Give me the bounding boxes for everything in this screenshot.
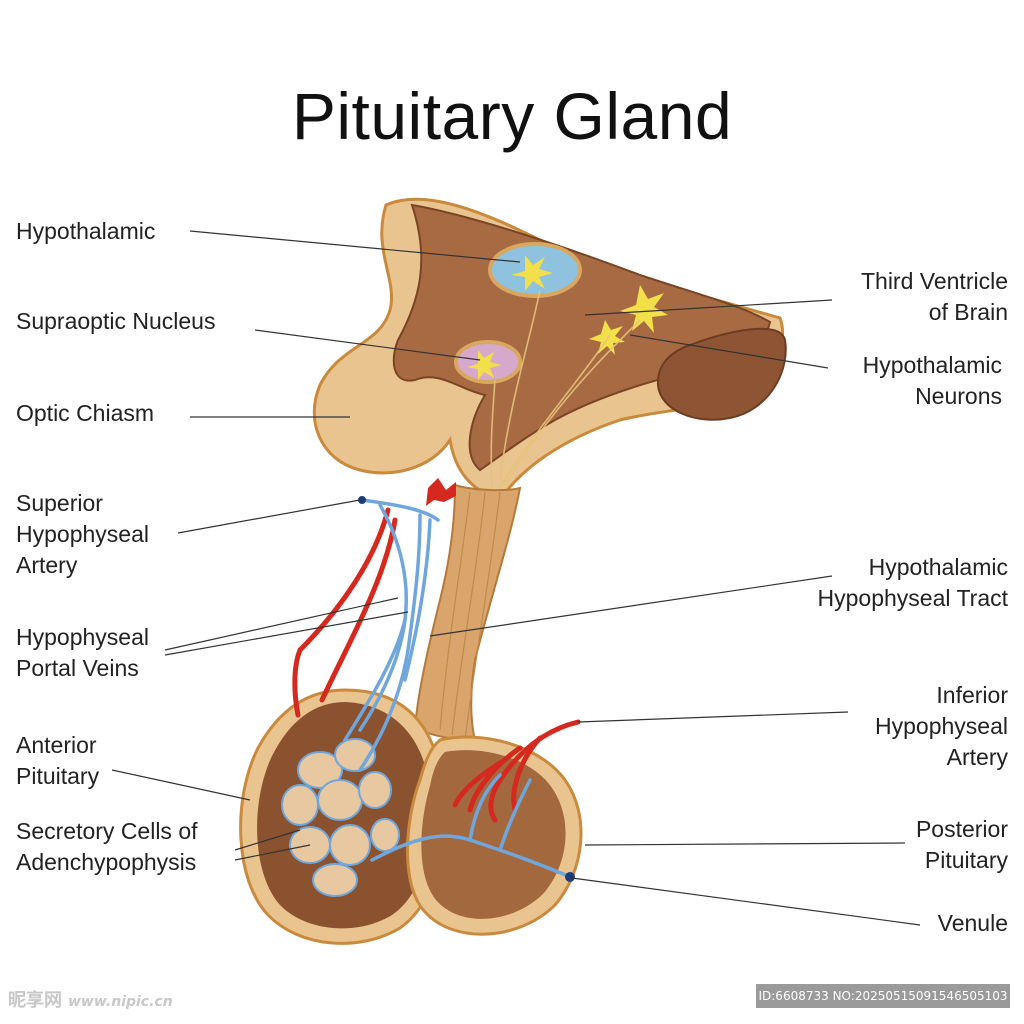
- stalk-fibers: [439, 491, 501, 741]
- veins: [343, 498, 570, 878]
- supraoptic-neuron-star: [467, 350, 502, 380]
- arteries: [292, 507, 581, 823]
- label-venule: Venule: [937, 910, 1008, 936]
- third-ventricle-lobe: [656, 327, 787, 421]
- watermark-brand-text: 昵享网: [8, 990, 62, 1011]
- watermark-url: www.nipic.cn: [68, 994, 173, 1010]
- hypothalamic-neuron-star-3: [589, 320, 625, 355]
- label-anterior-pituitary: Anterior Pituitary: [16, 732, 100, 789]
- posterior-pituitary-inner: [421, 750, 566, 919]
- label-optic-chiasm: Optic Chiasm: [16, 400, 155, 426]
- watermark-brand: 昵享网 www.nipic.cn: [8, 986, 173, 1012]
- label-secretory-cells: Secretory Cells of Adenchypophysis: [16, 818, 198, 875]
- label-inferior-hypophyseal-artery: Inferior Hypophyseal Artery: [875, 682, 1008, 770]
- page-title: Pituitary Gland: [291, 79, 733, 153]
- label-third-ventricle: Third Ventricle of Brain: [860, 268, 1008, 325]
- watermark-id: ID:6608733 NO:20250515091546505103: [756, 984, 1010, 1008]
- label-hypothalamic: Hypothalamic: [16, 218, 156, 244]
- neuron-fibers: [490, 289, 641, 491]
- hypothalamic-neuron-star-1: [511, 255, 553, 291]
- hypothalamus-inner: [392, 203, 772, 472]
- label-hypothalamic-neurons: Hypothalamic Neurons: [862, 352, 1002, 409]
- label-hypophyseal-portal-veins: Hypophyseal Portal Veins: [16, 624, 149, 681]
- hypothalamic-neuron-star-2: [620, 285, 668, 333]
- label-hypothalamic-hypophyseal-tract: Hypothalamic Hypophyseal Tract: [817, 554, 1008, 611]
- venule-end: [565, 872, 575, 882]
- label-posterior-pituitary: Posterior Pituitary: [915, 816, 1008, 873]
- label-supraoptic-nucleus: Supraoptic Nucleus: [16, 308, 216, 334]
- leader-lines: [111, 230, 921, 926]
- artery-tuft: [426, 478, 456, 506]
- artery-end: [358, 496, 366, 504]
- secretory-cells: [281, 738, 400, 897]
- label-superior-hypophyseal-artery: Superior Hypophyseal Artery: [16, 490, 149, 578]
